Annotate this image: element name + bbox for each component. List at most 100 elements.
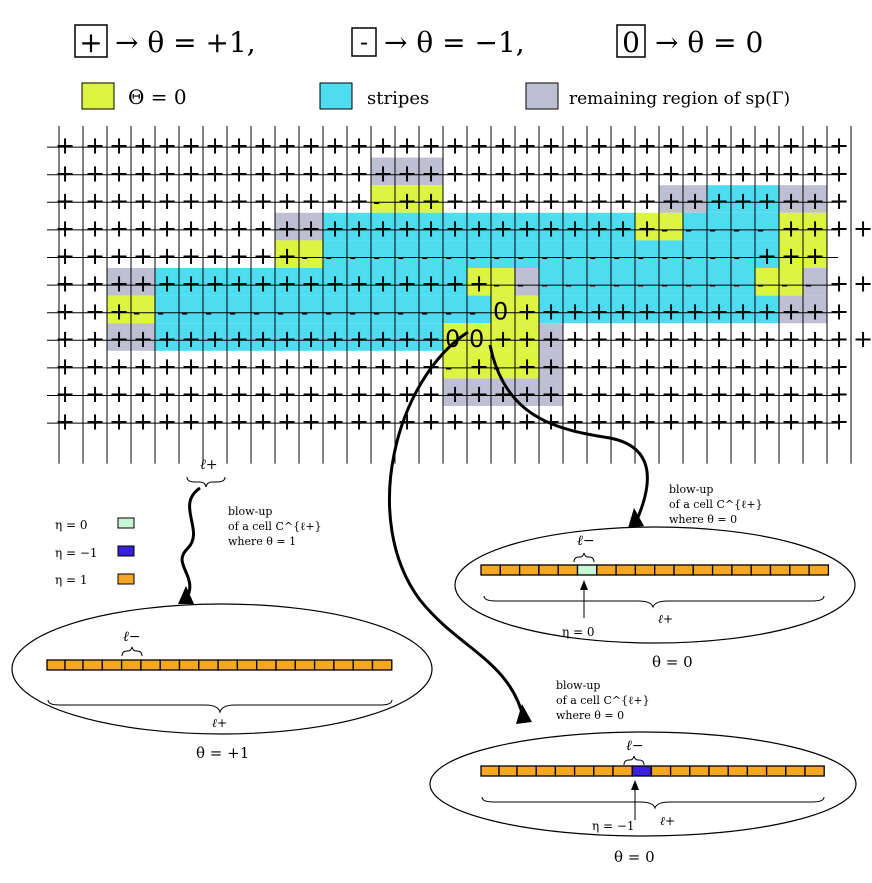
cell-mark: +	[325, 380, 345, 408]
cell-mark: +	[565, 297, 585, 325]
cell-mark: +	[589, 408, 609, 436]
cell-mark: +	[181, 380, 201, 408]
cell-mark: +	[349, 408, 369, 436]
cell-mark: +	[589, 353, 609, 381]
blowup-2-caption-1: blow-up	[669, 483, 713, 496]
cell-mark: +	[469, 353, 489, 381]
cell-mark: +	[805, 325, 825, 353]
cell-mark: +	[373, 325, 393, 353]
cell-mark: +	[541, 380, 561, 408]
grid-cell	[563, 240, 587, 268]
sub-cell	[82, 659, 103, 671]
cell-mark: +	[661, 325, 681, 353]
eta-zero-swatch	[117, 517, 135, 529]
cell-mark: +	[469, 380, 489, 408]
cell-mark: +	[733, 325, 753, 353]
cell-mark: +	[469, 270, 489, 298]
cell-mark: -	[445, 300, 452, 324]
grid-cell	[515, 268, 539, 296]
cell-mark: +	[109, 297, 129, 325]
grid-cell	[467, 295, 491, 324]
blowup-3-caption-1: blow-up	[556, 679, 600, 692]
cell-mark: +	[253, 408, 273, 436]
cell-mark: -	[421, 245, 428, 269]
grid-cell	[539, 378, 563, 406]
grid-cell	[275, 212, 299, 241]
grid-cell	[299, 212, 323, 241]
cell-mark: +	[469, 159, 489, 187]
grid-cell	[227, 323, 251, 351]
blowup-3-eta-note: η = −1	[592, 819, 635, 833]
cell-mark: +	[349, 187, 369, 215]
grid-cell	[491, 295, 515, 324]
cell-mark: +	[853, 270, 872, 298]
cell-mark: +	[637, 325, 657, 353]
sub-cell	[673, 564, 694, 576]
cell-mark: +	[181, 270, 201, 298]
cell-mark: +	[637, 380, 657, 408]
sub-cell	[313, 659, 335, 671]
blowup-1-bottom-label: θ = +1	[196, 744, 249, 762]
cell-mark: +	[253, 215, 273, 243]
cell-mark: +	[301, 325, 321, 353]
cell-mark: +	[709, 132, 729, 160]
cell-mark: +	[541, 187, 561, 215]
cell-mark: +	[733, 159, 753, 187]
cell-mark: +	[709, 325, 729, 353]
sub-cell	[596, 564, 617, 576]
cell-mark: +	[853, 215, 872, 243]
sub-cell	[746, 765, 768, 777]
cell-mark: +	[685, 353, 705, 381]
cell-mark: +	[325, 187, 345, 215]
grid-cell	[515, 323, 539, 351]
sub-cell	[576, 564, 598, 576]
sub-cell	[789, 564, 810, 576]
sub-cell	[689, 765, 710, 777]
cell-mark: +	[805, 297, 825, 325]
cell-mark: +	[517, 353, 537, 381]
cell-mark: +	[709, 187, 729, 215]
cell-mark: -	[205, 300, 212, 324]
cell-mark: +	[637, 215, 657, 243]
cell-mark: +	[613, 215, 633, 243]
cell-mark: +	[637, 408, 657, 436]
sub-cell	[615, 564, 637, 576]
grid-cell	[227, 295, 251, 324]
cell-mark: +	[805, 242, 825, 270]
cell-mark: +	[397, 132, 417, 160]
grid-cell	[611, 240, 635, 268]
cell-mark: +	[205, 242, 225, 270]
cell-mark: +	[757, 242, 777, 270]
grid-cell	[707, 268, 731, 296]
sub-cell	[371, 659, 393, 671]
spin-lattice-grid: ++++++++++++++++++++++++++++++++++++++++…	[47, 126, 872, 464]
cell-mark: +	[85, 408, 105, 436]
grid-cell	[755, 295, 779, 324]
grid-cell	[443, 268, 467, 296]
cell-mark: +	[325, 159, 345, 187]
cell-mark: +	[685, 132, 705, 160]
cell-mark: +	[301, 270, 321, 298]
cell-mark: -	[325, 300, 332, 324]
grid-cell	[611, 268, 635, 296]
grid-cell	[563, 295, 587, 324]
cell-mark: +	[829, 325, 849, 353]
cell-mark: +	[565, 187, 585, 215]
cell-mark: +	[181, 325, 201, 353]
eta-minus-swatch	[117, 545, 135, 557]
cell-mark: +	[109, 270, 129, 298]
cell-mark: +	[301, 159, 321, 187]
cell-mark: +	[109, 187, 129, 215]
cell-mark: -	[733, 273, 740, 297]
cell-mark: +	[493, 215, 513, 243]
cell-mark: +	[85, 325, 105, 353]
cell-mark: +	[133, 380, 153, 408]
grid-cell	[731, 185, 755, 213]
blowup-2-caption-2: of a cell C^{ℓ+}	[669, 498, 763, 511]
grid-cell	[107, 295, 131, 324]
cell-mark: +	[157, 159, 177, 187]
grid-cell	[611, 212, 635, 241]
cell-mark: +	[589, 132, 609, 160]
cell-mark: +	[349, 380, 369, 408]
cell-mark: +	[781, 380, 801, 408]
